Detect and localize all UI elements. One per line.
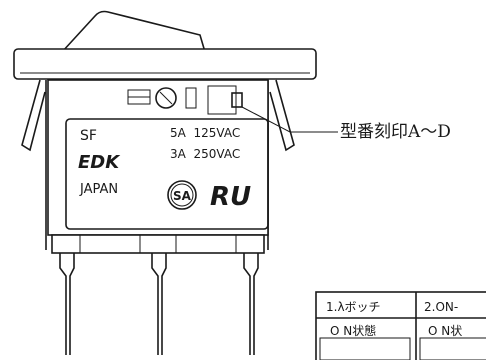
right-latch <box>267 79 295 250</box>
callout-leader <box>241 106 338 133</box>
country-label: JAPAN <box>79 182 118 197</box>
terminal-base <box>51 234 265 254</box>
rocker-actuator <box>60 10 207 53</box>
terminal-pin-2 <box>151 253 167 355</box>
ul-recognized-icon: RU <box>210 182 251 212</box>
table-header-1: 1.λボッチ <box>326 300 381 314</box>
csa-certification-icon: SA <box>167 180 197 210</box>
model-marking-box <box>231 92 243 108</box>
series-label: SF <box>80 128 97 144</box>
table-cell-2: O N状 <box>428 324 462 338</box>
housing-top-details <box>127 85 237 115</box>
left-latch <box>21 79 47 250</box>
terminal-pin-1 <box>59 253 75 355</box>
ul-mark-text: RU <box>210 182 251 212</box>
terminal-pin-3 <box>243 253 259 355</box>
callout-text: 型番刻印A～D <box>340 122 451 142</box>
table-header-2: 2.ON- <box>424 300 458 314</box>
switch-frame <box>13 48 317 80</box>
status-table <box>315 291 486 360</box>
rating-label-1: 5A 125VAC <box>170 126 240 140</box>
csa-mark-text: SA <box>173 189 192 203</box>
rating-label-2: 3A 250VAC <box>170 147 240 161</box>
table-cell-1: O N状態 <box>330 323 376 338</box>
label-plate <box>65 118 269 230</box>
brand-label: EDK <box>78 152 121 173</box>
